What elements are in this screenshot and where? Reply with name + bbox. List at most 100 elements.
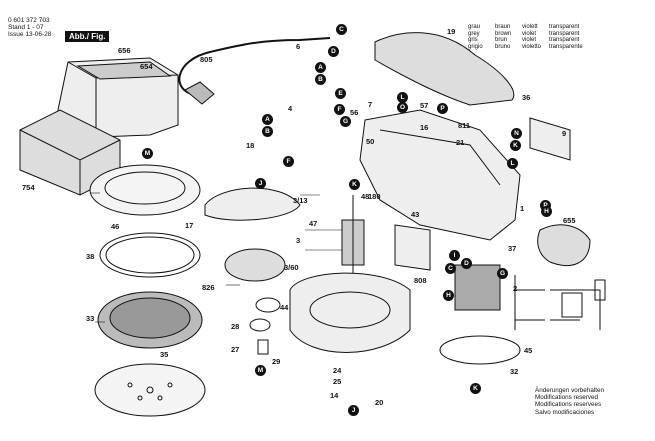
- part-label: 50: [366, 137, 375, 146]
- callout-badge: M: [255, 365, 266, 376]
- part-label: 27: [231, 345, 240, 354]
- callout-badge: D: [328, 46, 339, 57]
- note-line: Salvo modificaciones: [535, 408, 595, 416]
- callout-badge: B: [262, 126, 273, 137]
- legend-cell: grau: [468, 24, 481, 30]
- issue-label: Issue: [8, 31, 24, 38]
- part-label: 3/60: [284, 263, 299, 272]
- part-label: 805: [200, 55, 213, 64]
- part-label: 32: [510, 367, 519, 376]
- callout-badge: F: [283, 156, 294, 167]
- callout-badge: E: [335, 88, 346, 99]
- callout-badge: J: [255, 178, 266, 189]
- part-label: 57: [420, 101, 429, 110]
- part-label: 47: [309, 219, 318, 228]
- note-line: Modifications reservees: [535, 401, 602, 409]
- part-label: 826: [202, 283, 215, 292]
- base-44: [289, 272, 411, 353]
- ring-38: [99, 232, 201, 278]
- field-2: [454, 264, 501, 311]
- part-label: 36: [522, 93, 531, 102]
- legend-cell: violet: [522, 37, 537, 44]
- part-label: 37: [508, 244, 517, 253]
- callout-badge: H: [443, 290, 454, 301]
- callout-badge: P: [437, 103, 448, 114]
- part-label: 33: [86, 314, 95, 323]
- part-655: [537, 224, 591, 266]
- callout-badge: G: [497, 268, 508, 279]
- part-label: 20: [375, 398, 384, 407]
- part-label: 654: [140, 62, 153, 71]
- callout-badge: O: [397, 102, 408, 113]
- callout-badge: H: [541, 206, 552, 217]
- part-label: 655: [563, 216, 576, 225]
- part-label: 43: [411, 210, 420, 219]
- callout-badge: L: [507, 158, 518, 169]
- callout-badge: N: [511, 128, 522, 139]
- issue-value: 13-06-28: [25, 31, 52, 38]
- callout-badge: M: [142, 148, 153, 159]
- callout-badge: K: [470, 383, 481, 394]
- bearing-28: [249, 318, 271, 332]
- part-label: 656: [118, 46, 131, 55]
- part-label: 38: [86, 252, 95, 261]
- header-block: 0 601 372 703 Stand 1 - 07 Issue 13-06-2…: [8, 17, 51, 38]
- legend-cell: transparente: [549, 43, 583, 50]
- callout-badge: C: [336, 24, 347, 35]
- shroud-47: [204, 187, 301, 221]
- part-label: 7: [368, 100, 373, 109]
- part-label: 35: [160, 350, 169, 359]
- callout-badge: F: [334, 104, 345, 115]
- part-label: 2: [513, 284, 518, 293]
- callout-badge: B: [315, 74, 326, 85]
- part-label: 29: [272, 357, 281, 366]
- part-label: 17: [185, 221, 194, 230]
- callout-badge: C: [445, 263, 456, 274]
- note-line: Modifications reserved: [535, 394, 598, 402]
- legend-cell: brun: [495, 37, 508, 44]
- plate-808: [394, 224, 431, 271]
- part-label: 3: [296, 236, 301, 245]
- legend-cell: gris: [468, 37, 478, 44]
- part-label: 14: [330, 391, 339, 400]
- main-housing-1: [359, 109, 521, 241]
- legend-cell: bruno: [495, 43, 511, 50]
- part-label: 19: [447, 27, 456, 36]
- part-label: 16: [420, 123, 429, 132]
- part-label: 48: [361, 192, 370, 201]
- callout-badge: I: [449, 250, 460, 261]
- callout-badge: K: [510, 140, 521, 151]
- wiring-schematic: [514, 275, 606, 330]
- part-number: 0 601 372 703: [8, 17, 50, 24]
- part-label: 811: [458, 121, 471, 130]
- part-label: 24: [333, 366, 342, 375]
- callout-badge: K: [349, 179, 360, 190]
- callout-badge: D: [461, 258, 472, 269]
- callout-badge: J: [348, 405, 359, 416]
- legend-cell: grey: [468, 30, 480, 37]
- callout-badge: A: [315, 62, 326, 73]
- part-label: 180: [368, 192, 381, 201]
- part-label: 808: [414, 276, 427, 285]
- legend-cell: transparent: [549, 24, 580, 30]
- part-label: 25: [333, 377, 342, 386]
- part-label: 3/13: [293, 196, 308, 205]
- cable-805: [178, 37, 331, 96]
- part-label: 4: [288, 104, 293, 113]
- legend-cell: braun: [495, 24, 511, 30]
- callout-badge: A: [262, 114, 273, 125]
- modification-notes: Änderungen vorbehalten Modifications res…: [535, 387, 604, 416]
- stand-label: Stand: [8, 24, 25, 31]
- pad-46: [89, 164, 201, 216]
- part-label: 9: [562, 129, 567, 138]
- part-label: 28: [231, 322, 240, 331]
- callout-badge: L: [397, 92, 408, 103]
- sanding-disc-35: [94, 363, 206, 417]
- callout-badge: P: [540, 200, 551, 211]
- stand-value: 1 - 07: [26, 24, 44, 31]
